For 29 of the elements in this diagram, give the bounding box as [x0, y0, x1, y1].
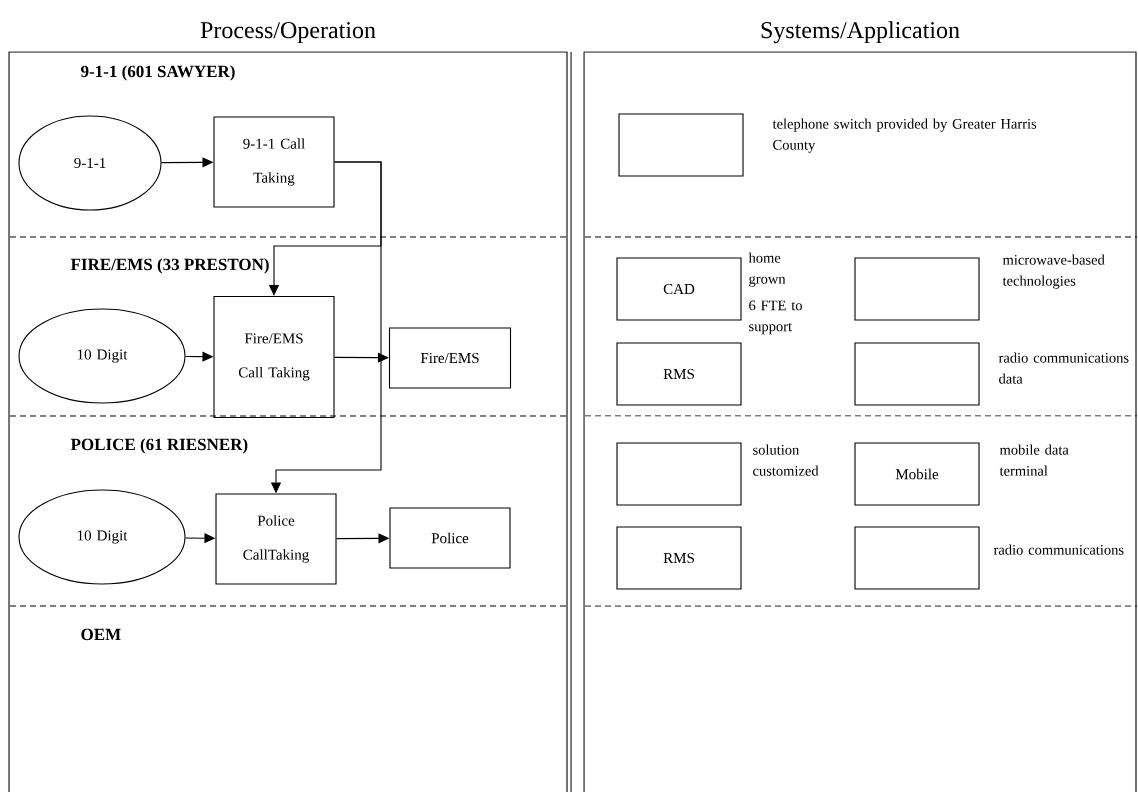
note-text: radio communications data	[998, 352, 1129, 384]
node-label: Process/Operation	[200, 22, 376, 44]
lane-heading: POLICE (61 RIESNER)	[70, 438, 248, 454]
note-text: solution customized	[753, 444, 819, 476]
system-box: RMS	[616, 526, 742, 590]
note-text: mobile data terminal	[999, 444, 1069, 476]
lane-heading: OEM	[81, 628, 121, 641]
process-box: 9-1-1 Call Taking	[213, 116, 335, 208]
system-box: Mobile	[854, 442, 980, 506]
system-box: CAD	[616, 257, 742, 321]
note-text: telephone switch provided by Greater Harris County	[772, 118, 1037, 153]
process-box: Fire/EMS Call Taking	[213, 295, 335, 419]
note-text: microwave-based technologies	[1002, 254, 1105, 289]
lane-heading: 9-1-1 (601 SAWYER)	[81, 65, 235, 81]
system-box	[854, 257, 980, 321]
node-label: Systems/Application	[761, 21, 960, 44]
note-text: 6 FTE to support	[749, 300, 802, 335]
system-box	[854, 526, 980, 590]
note-text: radio communications	[993, 544, 1124, 555]
process-box: Police CallTaking	[215, 493, 337, 585]
system-box: RMS	[616, 342, 742, 406]
system-box	[616, 442, 742, 506]
system-box	[618, 113, 744, 177]
note-text: home grown	[748, 252, 786, 287]
system-box	[854, 342, 980, 406]
process-box: Fire/EMS	[388, 327, 512, 389]
arrow	[334, 352, 389, 363]
process-box: Police	[389, 507, 511, 569]
lane-heading: FIRE/EMS (33 PRESTON)	[70, 258, 269, 274]
